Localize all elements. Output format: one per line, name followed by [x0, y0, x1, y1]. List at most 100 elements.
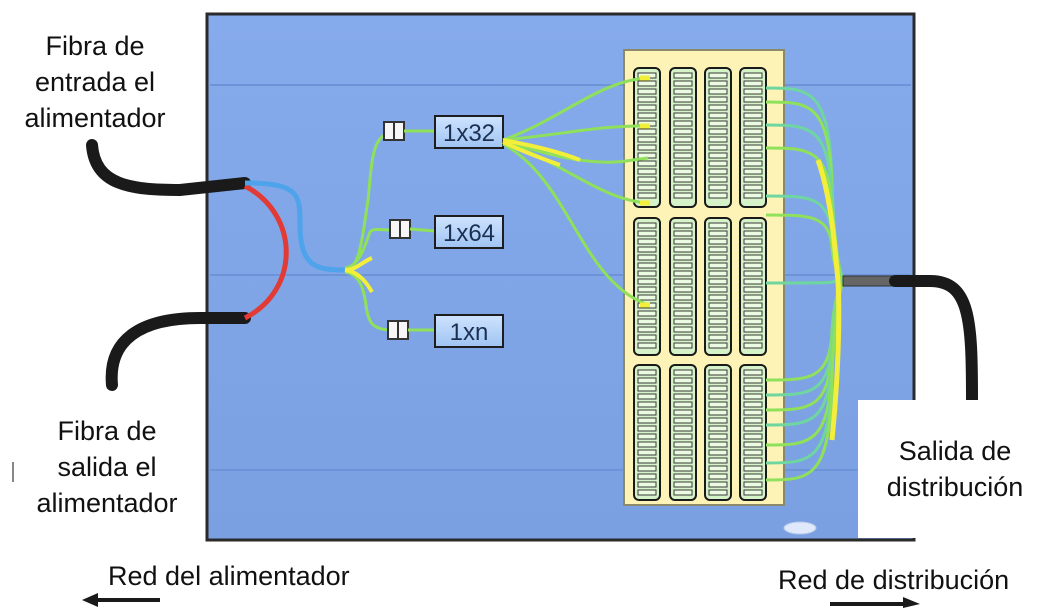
fiber-port: [637, 270, 657, 277]
fiber-port: [708, 294, 728, 301]
fiber-port: [673, 184, 693, 191]
fiber-port: [637, 246, 657, 253]
fiber-port: [637, 160, 657, 167]
splitter-1x32: 1x32: [434, 115, 504, 149]
fiber-port: [708, 144, 728, 151]
fiber-port: [708, 377, 728, 384]
splitter-1xn-label: 1xn: [450, 319, 489, 346]
fiber-port: [673, 342, 693, 349]
fiber-port: [637, 294, 657, 301]
fiber-port: [743, 270, 763, 277]
fiber-port: [743, 441, 763, 448]
fiber-port: [743, 278, 763, 285]
patch-panel-ports: [633, 67, 767, 501]
splitter-output-fibers: [502, 75, 650, 308]
fiber-port: [743, 254, 763, 261]
fiber-port: [673, 393, 693, 400]
fiber-port: [708, 433, 728, 440]
fiber-port: [708, 489, 728, 496]
fiber-port: [637, 441, 657, 448]
fiber-port: [743, 222, 763, 229]
distribution-label-box: [858, 400, 1049, 538]
fiber-port: [673, 318, 693, 325]
feeder-network-arrow: [82, 593, 160, 607]
fiber-port: [637, 409, 657, 416]
fiber-port: [743, 409, 763, 416]
fiber-port: [743, 168, 763, 175]
splitter-1xn: 1xn: [434, 314, 504, 348]
fiber-port: [673, 449, 693, 456]
fiber-port: [637, 254, 657, 261]
fiber-port: [708, 72, 728, 79]
fiber-port: [743, 433, 763, 440]
enclosure-latch: [783, 521, 817, 535]
fiber-port: [743, 72, 763, 79]
fiber-port: [708, 160, 728, 167]
fiber-port: [637, 393, 657, 400]
fiber-port: [708, 417, 728, 424]
fiber-port: [673, 262, 693, 269]
fiber-port: [743, 393, 763, 400]
fiber-port: [673, 457, 693, 464]
fiber-port: [743, 152, 763, 159]
fiber-port: [637, 385, 657, 392]
fiber-port: [637, 176, 657, 183]
fiber-port: [708, 326, 728, 333]
fiber-port: [637, 230, 657, 237]
fiber-port: [673, 160, 693, 167]
fiber-port: [743, 449, 763, 456]
fiber-port: [673, 120, 693, 127]
fiber-port: [743, 334, 763, 341]
splitter-input-fibers: [344, 130, 393, 332]
fiber-port: [708, 286, 728, 293]
fiber-port: [673, 473, 693, 480]
fiber-port: [708, 302, 728, 309]
fiber-port: [637, 449, 657, 456]
fiber-port: [708, 334, 728, 341]
fiber-port: [673, 310, 693, 317]
fiber-port: [708, 457, 728, 464]
distribution-network-arrow: [830, 597, 920, 608]
fiber-port: [708, 168, 728, 175]
feeder-input-label: Fibra de entrada el alimentador: [24, 31, 166, 133]
fiber-port: [743, 425, 763, 432]
fiber-port: [743, 342, 763, 349]
fiber-port: [743, 238, 763, 245]
fiber-port: [673, 326, 693, 333]
fiber-port: [743, 326, 763, 333]
fiber-port: [637, 310, 657, 317]
fiber-port: [708, 192, 728, 199]
fiber-port: [673, 238, 693, 245]
fiber-port: [743, 80, 763, 87]
fiber-port: [708, 449, 728, 456]
port-block: [704, 364, 732, 501]
fiber-port: [673, 230, 693, 237]
fiber-port: [743, 318, 763, 325]
fiber-port: [673, 286, 693, 293]
fiber-port: [673, 425, 693, 432]
fiber-port: [637, 222, 657, 229]
fiber-port: [673, 88, 693, 95]
fiber-port: [637, 326, 657, 333]
fiber-port: [673, 369, 693, 376]
fiber-port: [637, 318, 657, 325]
fiber-port: [708, 401, 728, 408]
fiber-port: [637, 334, 657, 341]
distribution-cable: [889, 275, 978, 406]
fiber-port: [743, 417, 763, 424]
fiber-port: [743, 385, 763, 392]
fiber-port: [743, 489, 763, 496]
fiber-port: [708, 369, 728, 376]
fiber-port: [637, 457, 657, 464]
splitter-1x32-label: 1x32: [443, 120, 495, 147]
fiber-port: [708, 222, 728, 229]
fiber-port: [708, 270, 728, 277]
fiber-port: [743, 377, 763, 384]
fiber-port: [673, 489, 693, 496]
fiber-port: [673, 278, 693, 285]
distribution-fiber-bundle: [815, 159, 842, 441]
fiber-port: [637, 481, 657, 488]
fiber-port: [743, 294, 763, 301]
fiber-port: [743, 192, 763, 199]
fiber-port: [743, 473, 763, 480]
